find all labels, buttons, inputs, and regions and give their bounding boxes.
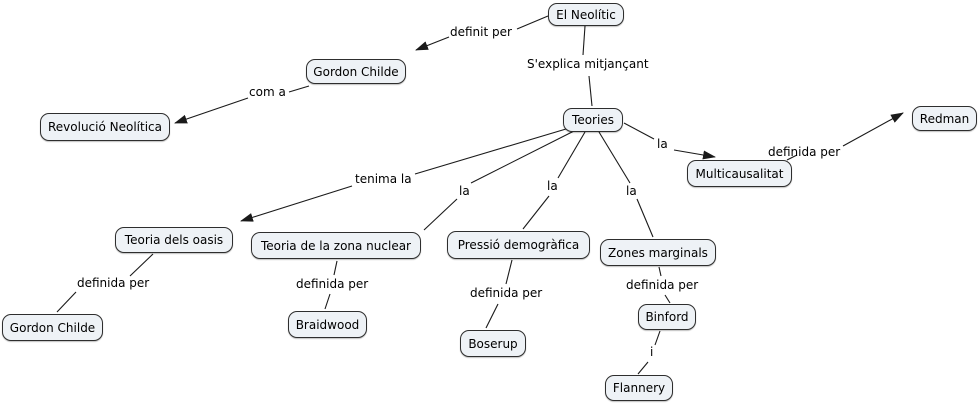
edge-pressio-boserup	[485, 259, 513, 329]
link-label-definida-per-binford[interactable]: definida per	[626, 278, 699, 292]
node-revolucio-neolitica[interactable]: Revolució Neolítica	[40, 113, 170, 141]
node-boserup[interactable]: Boserup	[460, 330, 526, 357]
node-pressio-demografica[interactable]: Pressió demogràfica	[447, 231, 590, 259]
edge-teories-pressio	[522, 131, 586, 230]
edge-teories-multicausalitat	[623, 122, 716, 160]
node-teoria-zona-nuclear[interactable]: Teoria de la zona nuclear	[251, 232, 421, 259]
edge-teories-zonanuclear	[423, 130, 575, 231]
link-label-definida-per-braidwood[interactable]: definida per	[296, 277, 369, 291]
edge-teories-oasis	[240, 128, 567, 222]
edge-binford-flannery	[637, 330, 661, 375]
node-gordon-childe-bottom[interactable]: Gordon Childe	[2, 314, 103, 341]
link-label-sexplica-mitjancant[interactable]: S'explica mitjançant	[527, 57, 649, 71]
link-label-definit-per[interactable]: definit per	[450, 25, 512, 39]
node-binford[interactable]: Binford	[638, 304, 696, 330]
node-braidwood[interactable]: Braidwood	[288, 311, 367, 338]
node-teoria-dels-oasis[interactable]: Teoria dels oasis	[115, 227, 233, 253]
node-teories[interactable]: Teories	[563, 108, 623, 132]
edge-teories-zonesmarginals	[598, 131, 654, 238]
edge-zonanuclear-braidwood	[324, 260, 338, 310]
node-redman[interactable]: Redman	[912, 106, 977, 131]
link-label-la-pressio[interactable]: la	[547, 179, 558, 193]
edge-elneolitic-teories	[582, 25, 593, 107]
node-flannery[interactable]: Flannery	[605, 375, 673, 401]
edge-elneolitic-gordonchilde	[415, 15, 549, 51]
edge-multicausalitat-redman	[786, 112, 904, 161]
node-zones-marginals[interactable]: Zones marginals	[600, 239, 716, 266]
link-label-i-flannery[interactable]: i	[650, 345, 654, 359]
edge-oasis-gordonchilde	[56, 253, 154, 313]
edge-gordonchilde-revolucio	[174, 85, 310, 124]
link-label-definida-per-boserup[interactable]: definida per	[470, 286, 543, 300]
link-label-definida-per-redman[interactable]: definida per	[768, 145, 841, 159]
node-multicausalitat[interactable]: Multicausalitat	[687, 160, 792, 187]
link-label-definida-per-gordon[interactable]: definida per	[77, 276, 150, 290]
link-label-la-zones-marginals[interactable]: la	[626, 184, 637, 198]
link-label-com-a[interactable]: com a	[249, 85, 286, 99]
link-label-la-multicausalitat[interactable]: la	[657, 137, 668, 151]
link-label-la-zona-nuclear[interactable]: la	[459, 184, 470, 198]
node-gordon-childe-top[interactable]: Gordon Childe	[306, 59, 406, 84]
edge-zonesmarginals-binford	[658, 266, 671, 304]
node-el-neolitic[interactable]: El Neolític	[548, 3, 624, 26]
link-label-tenima-la[interactable]: tenima la	[355, 172, 412, 186]
